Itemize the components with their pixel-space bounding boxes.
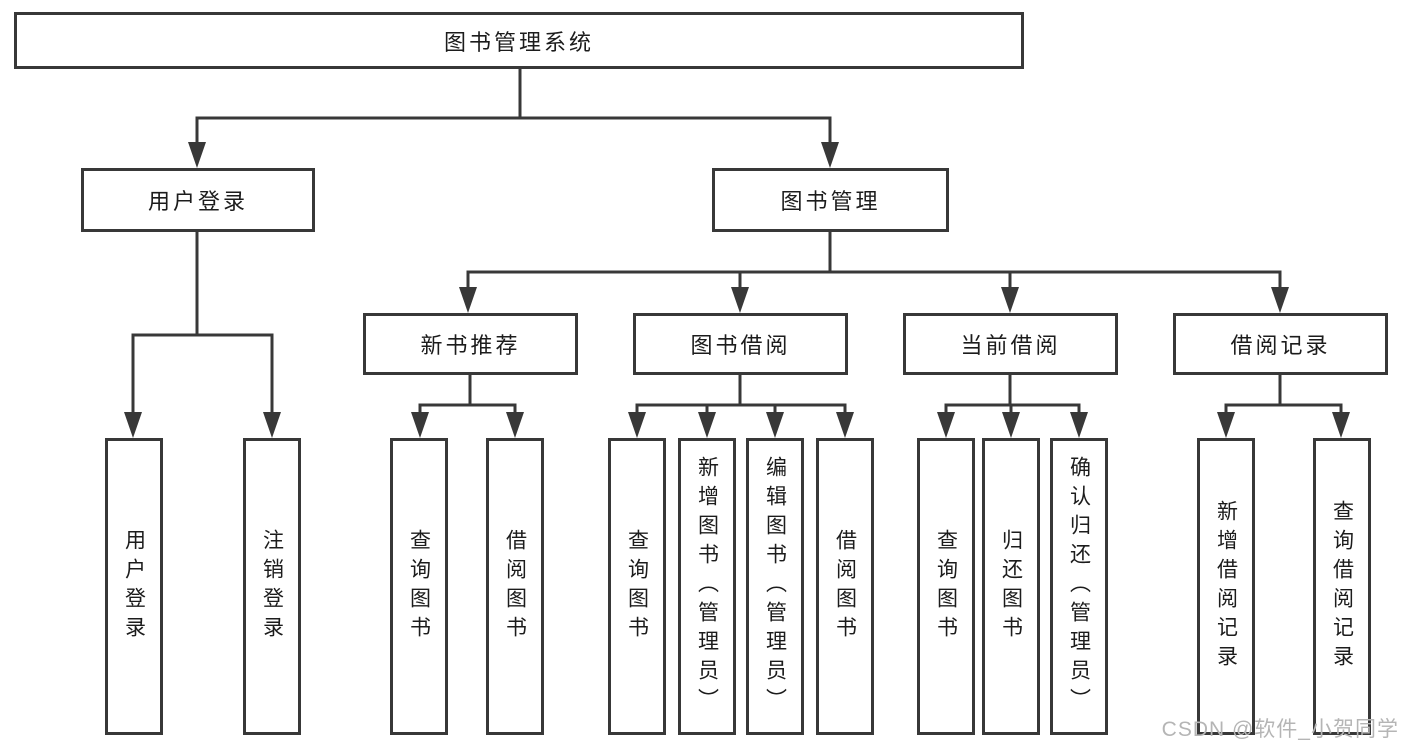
node-root-label: 图书管理系统 [443,29,594,55]
leaf-current-confirm-return-admin: 确认归还（管理员） [1050,438,1108,735]
leaf-borrowing-borrow-books-label: 借阅图书 [833,528,857,645]
leaf-borrowing-query-books-label: 查询图书 [625,528,649,645]
leaf-recommend-query-books-label: 查询图书 [407,528,431,645]
node-book-borrowing: 图书借阅 [633,313,848,375]
csdn-watermark: CSDN @软件_小贺同学 [1161,718,1399,741]
leaf-logout-label: 注销登录 [260,528,284,645]
leaf-borrowing-edit-books-admin-label: 编辑图书（管理员） [763,456,787,717]
node-user-login-label: 用户登录 [147,189,248,214]
node-user-login: 用户登录 [81,168,315,232]
leaf-current-return-books: 归还图书 [982,438,1040,735]
node-current-borrowing: 当前借阅 [903,313,1118,375]
leaf-borrowing-edit-books-admin: 编辑图书（管理员） [746,438,804,735]
leaf-current-query-books-label: 查询图书 [934,528,958,645]
node-borrow-records: 借阅记录 [1173,313,1388,375]
leaf-user-login: 用户登录 [105,438,163,735]
connector-paths-group [131,69,1343,430]
leaf-borrowing-query-books: 查询图书 [608,438,666,735]
node-book-management: 图书管理 [712,168,949,232]
node-new-book-recommend: 新书推荐 [363,313,578,375]
node-book-borrowing-label: 图书借阅 [690,333,791,358]
leaf-user-login-label: 用户登录 [122,528,146,645]
leaf-logout: 注销登录 [243,438,301,735]
leaf-borrowing-add-books-admin-label: 新增图书（管理员） [695,456,719,717]
leaf-borrowing-borrow-books: 借阅图书 [816,438,874,735]
leaf-records-add-record: 新增借阅记录 [1197,438,1255,735]
leaf-recommend-query-books: 查询图书 [390,438,448,735]
leaf-records-add-record-label: 新增借阅记录 [1214,499,1238,674]
leaf-borrowing-add-books-admin: 新增图书（管理员） [678,438,736,735]
leaf-recommend-borrow-books: 借阅图书 [486,438,544,735]
leaf-current-confirm-return-admin-label: 确认归还（管理员） [1067,456,1091,717]
leaf-records-query-record-label: 查询借阅记录 [1330,499,1354,674]
node-borrow-records-label: 借阅记录 [1230,333,1331,358]
leaf-recommend-borrow-books-label: 借阅图书 [503,528,527,645]
node-new-book-recommend-label: 新书推荐 [420,333,521,358]
leaf-current-return-books-label: 归还图书 [999,528,1023,645]
node-book-management-label: 图书管理 [780,189,881,214]
leaf-records-query-record: 查询借阅记录 [1313,438,1371,735]
node-root: 图书管理系统 [14,12,1024,69]
leaf-current-query-books: 查询图书 [917,438,975,735]
node-current-borrowing-label: 当前借阅 [960,333,1061,358]
arrowheads-group [124,142,1350,438]
